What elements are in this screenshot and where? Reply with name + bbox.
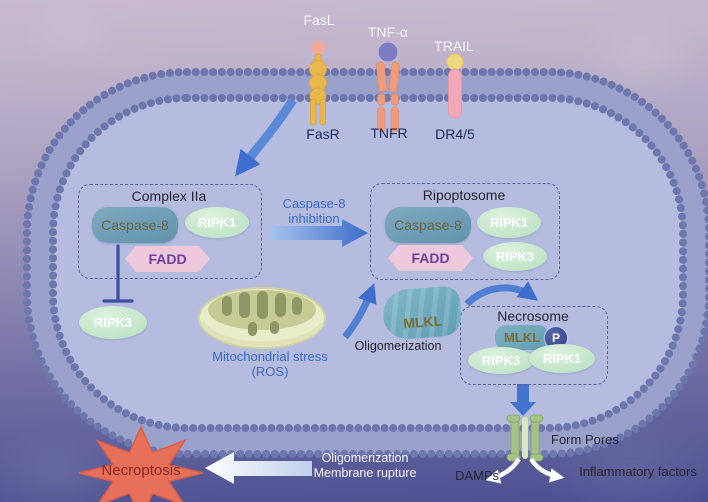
arrow-necrosome-to-pore — [510, 384, 536, 416]
fasr-label: FasR — [306, 126, 340, 142]
ripoptosome-fadd: FADD — [388, 245, 473, 271]
release-arrows — [485, 457, 565, 484]
arrow-ripoptosome-to-necrosome — [464, 281, 539, 307]
receptor-fasr-icon — [309, 41, 327, 126]
caspase8-inhibition-label: Caspase-8 inhibition — [264, 196, 364, 226]
arrows — [102, 97, 539, 416]
receptor-tnfr-icon — [376, 42, 400, 133]
mito-label-line2: (ROS) — [251, 364, 289, 379]
phospho-badge: P — [545, 327, 567, 349]
tnf-ligand-icon — [378, 42, 398, 62]
arrow-to-necroptosis — [205, 452, 312, 484]
arrow-caspase8-inhibition — [270, 219, 368, 247]
form-pores-label: Form Pores — [551, 432, 619, 447]
ripoptosome-ripk1: RIPK1 — [477, 207, 541, 238]
membrane-outer-beads — [23, 68, 708, 458]
tnfa-label: TNF-α — [368, 24, 408, 40]
dr45-label: DR4/5 — [435, 126, 475, 142]
complex2a-box — [78, 184, 262, 279]
complex2a-fadd: FADD — [125, 246, 210, 272]
fasl-label: FasL — [303, 12, 335, 28]
mito-label-line1: Mitochondrial stress — [212, 349, 328, 364]
necroptosis-label: Necroptosis — [101, 462, 181, 479]
ripoptosome-ripk3: RIPK3 — [483, 242, 547, 271]
necrosome-ripk1: RIPK1 — [529, 344, 595, 373]
oligomerization-label: Oligomerization — [354, 339, 442, 353]
free-ripk3: RIPK3 — [79, 306, 147, 339]
complex2a-title: Complex IIa — [131, 188, 207, 204]
mitochondria-icon — [198, 287, 326, 349]
necrosome-mlkl: MLKL — [495, 325, 549, 350]
membrane-pore-icon — [506, 414, 544, 462]
mlkl-oligomer: MLKL — [381, 285, 463, 341]
fasl-ligand-icon — [311, 41, 325, 55]
arrow-to-damps — [485, 457, 521, 484]
cause-oligomerization: Oligomerization — [321, 451, 409, 465]
ripoptosome-box — [370, 183, 560, 280]
trail-ligand-icon — [446, 53, 464, 71]
complex2a-caspase8: Caspase-8 — [92, 207, 178, 243]
necroptosis-star — [78, 425, 204, 502]
inflammatory-label: Inflammatory factors — [579, 464, 697, 479]
ripoptosome-title: Ripoptosome — [422, 187, 506, 203]
caspase8-inhibition-line2: inhibition — [288, 210, 340, 226]
necrosome-box — [460, 306, 608, 385]
complex2a-ripk1: RIPK1 — [185, 207, 249, 238]
trail-label: TRAIL — [434, 38, 474, 54]
caspase8-inhibition-line1: Caspase-8 — [282, 196, 346, 211]
damps-label: DAMPs — [454, 468, 500, 483]
arrow-receptor-to-complex2a — [235, 97, 297, 177]
tnfr-label: TNFR — [370, 125, 408, 141]
necrosome-ripk3: RIPK3 — [468, 347, 534, 374]
arrow-to-inflammatory — [529, 457, 565, 483]
receptor-dr45-icon — [446, 53, 464, 119]
membrane-inner-beads — [49, 94, 687, 432]
cause-membrane-rupture: Membrane rupture — [313, 466, 417, 480]
arrow-mito-to-ripoptosome — [342, 283, 377, 340]
inhibition-tbar — [102, 244, 134, 303]
necrosome-title: Necrosome — [497, 308, 569, 324]
ripoptosome-caspase8: Caspase-8 — [385, 207, 471, 243]
